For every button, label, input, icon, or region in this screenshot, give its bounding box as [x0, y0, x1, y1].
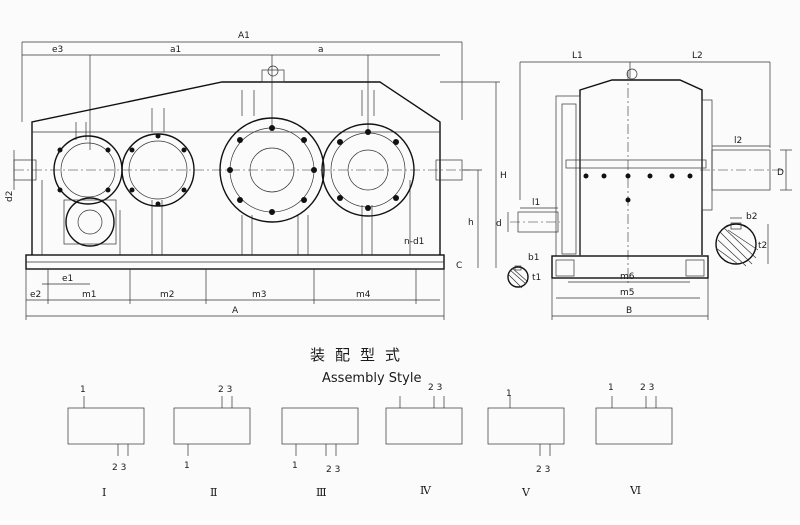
dim-a1: a1 [170, 45, 181, 55]
dim-l2: l2 [734, 136, 742, 146]
dim-A1: A1 [238, 31, 250, 41]
shaft-label-1: 1 [506, 389, 512, 399]
dim-m5: m5 [620, 288, 635, 298]
dim-t2: t2 [758, 241, 767, 251]
front-view: A1 e3 a1 a [5, 31, 507, 320]
style-roman: Ⅵ [629, 484, 641, 497]
dim-L2: L2 [692, 51, 703, 61]
dim-t1: t1 [532, 273, 541, 283]
dim-n-d1: n-d1 [404, 237, 424, 247]
dim-B: B [626, 306, 632, 316]
dim-d2: d2 [5, 191, 15, 202]
dim-m1: m1 [82, 290, 97, 300]
dim-m2: m2 [160, 290, 175, 300]
shaft-label-23: 2 3 [640, 383, 654, 393]
assembly-style-6: 1 2 3 Ⅵ [595, 383, 673, 497]
assembly-style-4: 2 3 Ⅳ [385, 383, 463, 497]
shaft-label-1: 1 [184, 461, 190, 471]
style-roman: Ⅴ [521, 486, 531, 499]
shaft-label-1: 1 [80, 385, 86, 395]
shaft-label-23: 2 3 [112, 463, 126, 473]
dim-A: A [232, 306, 239, 316]
shaft-label-23: 2 3 [218, 385, 232, 395]
dim-e3: e3 [52, 45, 63, 55]
dim-b1: b1 [528, 253, 539, 263]
dim-L1: L1 [572, 51, 583, 61]
assembly-style-3: 1 2 3 Ⅲ [281, 407, 359, 499]
dim-a: a [318, 45, 324, 55]
shaft-label-23: 2 3 [536, 465, 550, 475]
style-roman: Ⅱ [210, 486, 217, 499]
shaft-label-23: 2 3 [428, 383, 442, 393]
shaft-label-1: 1 [608, 383, 614, 393]
dim-m4: m4 [356, 290, 371, 300]
dim-D: D [777, 168, 784, 178]
dim-C: C [456, 261, 462, 271]
assembly-title-en: Assembly Style [322, 371, 421, 386]
assembly-section: 装配型式 Assembly Style 1 2 3 Ⅰ 1 2 3 Ⅱ 1 2 … [67, 346, 673, 499]
dim-l1: l1 [532, 198, 540, 208]
dim-h: h [468, 218, 474, 228]
dim-H: H [500, 171, 507, 181]
style-roman: Ⅰ [102, 486, 106, 499]
key-section-small: b1 t1 [507, 253, 541, 289]
side-view: L1 L2 D l2 l1 d [496, 51, 792, 320]
style-roman: Ⅳ [420, 484, 432, 497]
dim-m6: m6 [620, 272, 635, 282]
shaft-label-23: 2 3 [326, 465, 340, 475]
dim-d: d [496, 219, 502, 229]
shaft-label-1: 1 [292, 461, 298, 471]
dim-e1: e1 [62, 274, 73, 284]
dim-m3: m3 [252, 290, 267, 300]
dim-b2: b2 [746, 212, 757, 222]
style-roman: Ⅲ [316, 486, 327, 499]
assembly-title-cn: 装配型式 [310, 346, 410, 364]
assembly-style-2: 1 2 3 Ⅱ [173, 385, 251, 499]
assembly-style-5: 1 2 3 Ⅴ [487, 389, 565, 499]
assembly-style-1: 1 2 3 Ⅰ [67, 385, 145, 499]
key-section-large: b2 t2 [715, 212, 769, 267]
dim-e2: e2 [30, 290, 41, 300]
